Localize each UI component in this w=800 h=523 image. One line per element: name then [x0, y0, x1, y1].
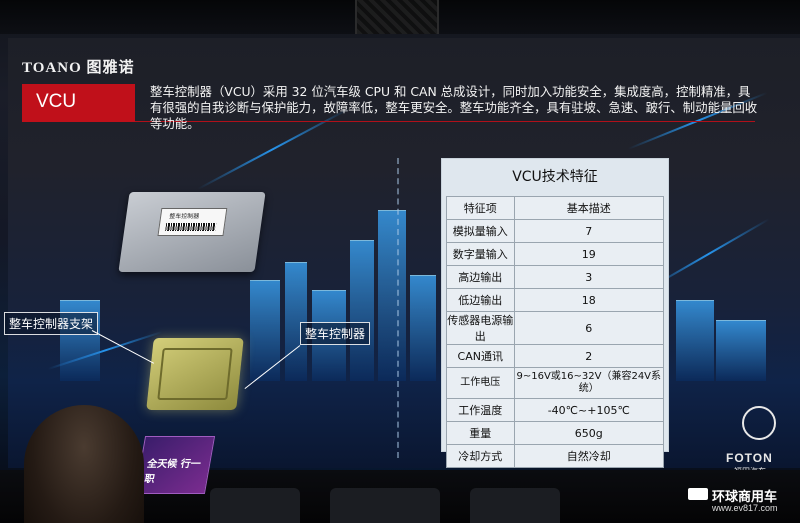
row-value: -40℃~+105℃	[513, 398, 665, 422]
row-value: 19	[513, 242, 665, 266]
watermark-name: 环球商用车	[712, 490, 778, 505]
audience-head	[24, 405, 144, 523]
skyline-building	[676, 300, 714, 381]
truck-icon	[688, 488, 708, 500]
vcu-unit-image: 整车控制器	[118, 192, 266, 272]
intro-text: 整车控制器（VCU）采用 32 位汽车级 CPU 和 CAN 总成设计，同时加入…	[150, 84, 758, 131]
row-value: 6	[513, 311, 665, 345]
lighting-rig	[355, 0, 439, 34]
divider-line	[135, 121, 755, 122]
row-value: 3	[513, 265, 665, 289]
seat	[470, 488, 560, 523]
ecu-housing-detail	[157, 348, 233, 400]
row-item: CAN通讯	[446, 344, 515, 368]
row-item: 工作温度	[446, 398, 515, 422]
row-item: 高边输出	[446, 265, 515, 289]
dashed-divider	[397, 158, 399, 458]
foton-logo-icon	[742, 406, 776, 440]
barcode	[165, 223, 217, 231]
row-item: 重量	[446, 421, 515, 445]
table-row: 工作温度-40℃~+105℃	[446, 398, 665, 422]
skyline-building	[378, 210, 406, 381]
watermark-url: www.ev817.com	[712, 503, 778, 513]
table-title: VCU技术特征	[512, 169, 598, 185]
skyline-building	[250, 280, 280, 381]
vcu-installed-image	[146, 338, 244, 410]
foton-logo-text: FOTON	[726, 451, 773, 465]
table-header-row: 特征项 基本描述	[446, 196, 665, 220]
ecu-label-text: 整车控制器	[168, 213, 200, 220]
callout-bracket: 整车控制器支架	[4, 312, 99, 335]
row-item: 冷却方式	[446, 444, 515, 468]
skyline-building	[350, 240, 374, 381]
seat	[210, 488, 300, 523]
row-value: 自然冷却	[513, 444, 665, 468]
skyline-building	[410, 275, 436, 381]
seat	[330, 488, 440, 523]
callout-controller: 整车控制器	[300, 322, 371, 345]
header-item: 特征项	[446, 196, 515, 220]
row-value: 2	[513, 344, 665, 368]
toano-logo: TOANO 图雅诺	[22, 60, 135, 76]
row-value: 7	[513, 219, 665, 243]
row-value: 9~16V或16~32V（兼容24V系统）	[513, 367, 665, 399]
header-desc: 基本描述	[513, 196, 665, 220]
venue-sign-text: 全天候 行一职	[143, 459, 202, 485]
row-item: 数字量输入	[446, 242, 515, 266]
ecu-label-sticker: 整车控制器	[157, 208, 228, 236]
row-item: 低边输出	[446, 288, 515, 312]
row-item: 工作电压	[446, 367, 515, 399]
table-row: 冷却方式自然冷却	[446, 444, 665, 468]
section-label: VCU	[36, 91, 77, 112]
row-value: 18	[513, 288, 665, 312]
row-value: 650g	[513, 421, 665, 445]
row-item: 模拟量输入	[446, 219, 515, 243]
skyline-building	[716, 320, 766, 381]
venue-sign: 全天候 行一职	[134, 436, 216, 494]
section-label-bar: VCU	[22, 84, 135, 122]
row-item: 传感器电源输出	[446, 311, 515, 345]
